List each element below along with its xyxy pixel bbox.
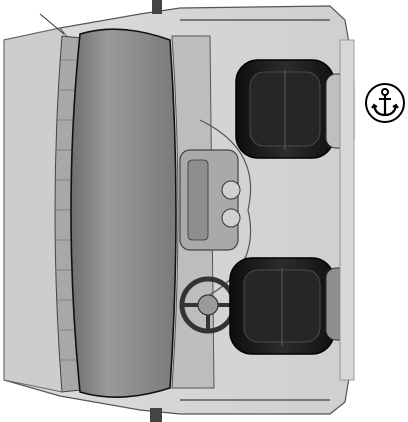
windshield — [70, 28, 177, 398]
console-knob — [221, 180, 241, 200]
cowl-grille-lines — [56, 59, 76, 361]
anchor-icon — [364, 82, 406, 124]
driver-seat — [229, 257, 351, 355]
passenger-seat — [235, 59, 355, 159]
rear-floor-edge — [339, 39, 355, 381]
console-knob — [221, 208, 241, 228]
callout-line — [39, 13, 65, 35]
mirror-mount-bottom — [150, 408, 162, 422]
console-panel — [187, 159, 209, 241]
mirror-mount-top — [152, 0, 162, 14]
